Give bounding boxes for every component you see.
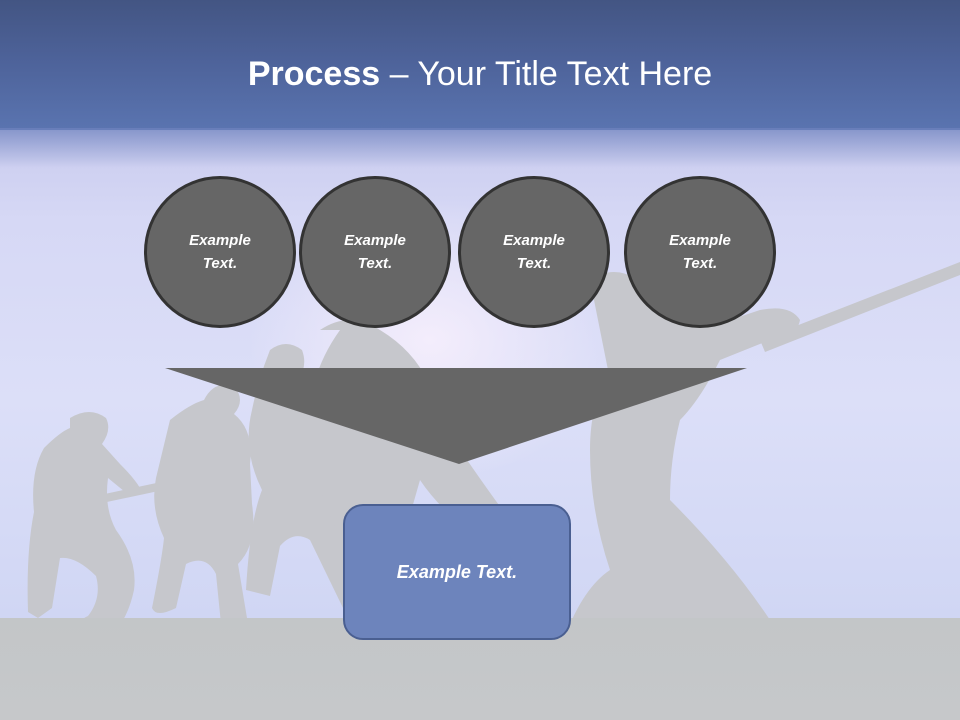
result-text: Example Text. — [396, 561, 518, 582]
title-bold: Process — [247, 55, 381, 93]
title-rest: – Your Title Text Here — [380, 55, 713, 93]
slide-title: Process – Your Title Text Here — [0, 52, 960, 96]
title-band — [0, 0, 960, 130]
result-box[interactable]: Example Text. — [343, 504, 571, 640]
title-band-fade — [0, 128, 960, 168]
